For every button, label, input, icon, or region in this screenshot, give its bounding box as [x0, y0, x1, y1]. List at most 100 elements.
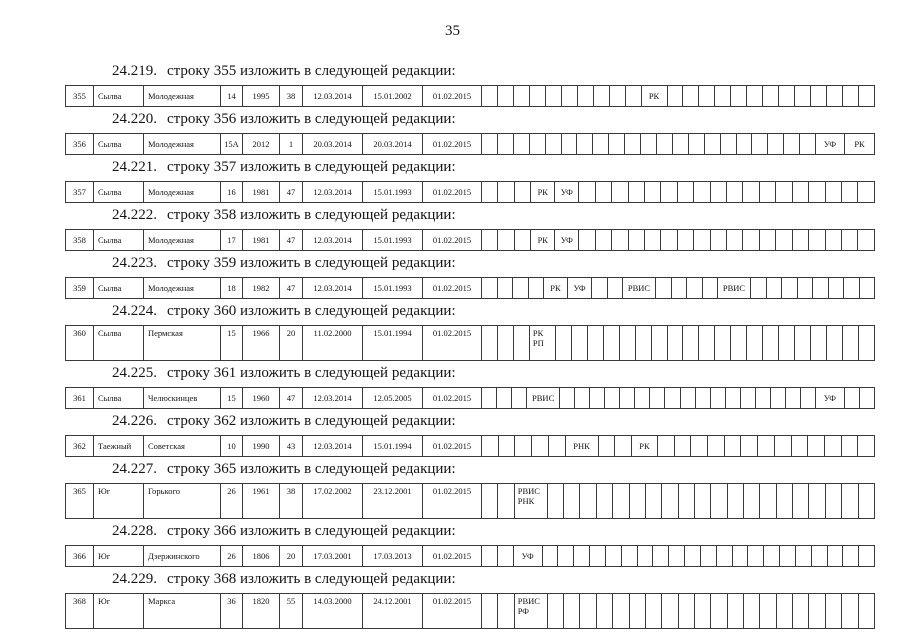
- table-cell: 15: [221, 326, 243, 360]
- table-cell: 23.12.2001: [363, 484, 423, 518]
- table-cell: Молодежная: [144, 182, 221, 202]
- table-cell-empty: [741, 436, 759, 456]
- table-cell-empty: [859, 594, 874, 628]
- table-cell-empty: [813, 278, 829, 298]
- table-cell-empty: [727, 230, 744, 250]
- table-cell: 362: [66, 436, 94, 456]
- table-cell-empty: [699, 86, 716, 106]
- table-cell-empty: [636, 326, 652, 360]
- table-cell-empty: [744, 484, 761, 518]
- table-cell: 1: [280, 134, 303, 154]
- table-cell-empty: [513, 278, 529, 298]
- table-cell-empty: [605, 388, 621, 408]
- table-cell: Молодежная: [144, 86, 221, 106]
- table-cell-empty: [512, 388, 528, 408]
- table-cell-empty: [726, 388, 741, 408]
- clause-text: строку 365 изложить в следующей редакции…: [167, 461, 456, 477]
- table-cell-empty: [751, 278, 767, 298]
- table-cell-empty: [635, 388, 651, 408]
- table-cell-empty: [780, 546, 796, 566]
- table-cell: 01.02.2015: [423, 546, 482, 566]
- table-cell-empty: [498, 484, 515, 518]
- clause-heading: 24.228.строку 366 изложить в следующей р…: [112, 523, 875, 540]
- clause-heading: 24.219.строку 355 изложить в следующей р…: [112, 63, 875, 80]
- table-cell-empty: [596, 230, 613, 250]
- table-cell-empty: [711, 230, 728, 250]
- table-cell: 356: [66, 134, 94, 154]
- table-cell: 01.02.2015: [423, 278, 482, 298]
- table-cell-empty: [777, 594, 794, 628]
- table-cell: 1995: [243, 86, 280, 106]
- table-cell-empty: [687, 278, 703, 298]
- table-cell-empty: [530, 134, 546, 154]
- table-cell-empty: [482, 388, 498, 408]
- table-cell-empty: [594, 86, 610, 106]
- table-cell-empty: [564, 594, 581, 628]
- table-cell: 47: [280, 182, 303, 202]
- table-cell-empty: [696, 388, 711, 408]
- table-cell-empty: [737, 134, 753, 154]
- table-cell: РК: [632, 436, 658, 456]
- clause-number: 24.219.: [112, 63, 157, 79]
- table-cell-empty: [629, 230, 645, 250]
- table-cell-empty: [592, 278, 608, 298]
- table-cell-empty: [809, 182, 826, 202]
- clause-number: 24.221.: [112, 159, 157, 175]
- table-cell-empty: [579, 182, 596, 202]
- table-cell: 1960: [243, 388, 280, 408]
- table-cell-empty: [597, 484, 614, 518]
- table-cell-empty: [763, 86, 780, 106]
- table-cell: 15: [221, 388, 243, 408]
- table-cell-empty: [767, 278, 782, 298]
- table-cell-empty: [498, 594, 515, 628]
- table-cell: 12.03.2014: [303, 182, 363, 202]
- table-cell-empty: [546, 86, 562, 106]
- amendment-item: 24.221.строку 357 изложить в следующей р…: [65, 159, 875, 203]
- table-cell-empty: [498, 182, 515, 202]
- table-cell: 1981: [243, 230, 280, 250]
- table-cell-empty: [796, 546, 812, 566]
- table-cell: 01.02.2015: [423, 436, 482, 456]
- table-cell-empty: [793, 484, 810, 518]
- table-cell-empty: [715, 86, 732, 106]
- clause-text: строку 368 изложить в следующей редакции…: [167, 571, 456, 587]
- table-cell-empty: [574, 546, 591, 566]
- table-cell-empty: [760, 484, 777, 518]
- table-cell: 47: [280, 230, 303, 250]
- table-cell-empty: [622, 546, 638, 566]
- table-cell: Таежный: [94, 436, 144, 456]
- table-cell-empty: [482, 546, 498, 566]
- table-cell: 15.01.1993: [363, 182, 423, 202]
- table-cell-empty: [650, 388, 666, 408]
- table-cell-empty: [844, 278, 860, 298]
- table-cell-empty: [842, 230, 859, 250]
- table-cell: 10: [221, 436, 243, 456]
- table-cell-empty: [572, 326, 588, 360]
- table-cell-empty: [498, 230, 515, 250]
- table-cell: 20: [280, 326, 303, 360]
- table-cell-empty: [843, 86, 859, 106]
- table-cell: 1990: [243, 436, 280, 456]
- table-cell: 01.02.2015: [423, 326, 482, 360]
- table-cell-empty: [858, 182, 873, 202]
- table-cell-empty: [652, 326, 668, 360]
- table-cell: 14: [221, 86, 243, 106]
- clause-text: строку 360 изложить в следующей редакции…: [167, 303, 456, 319]
- table-cell-empty: [661, 182, 678, 202]
- table-cell: 1961: [243, 484, 280, 518]
- table-cell-empty: [843, 326, 859, 360]
- document-content: 24.219.строку 355 изложить в следующей р…: [65, 63, 875, 629]
- amendment-item: 24.229.строку 368 изложить в следующей р…: [65, 571, 875, 629]
- table-cell: 11.02.2000: [303, 326, 363, 360]
- table-cell-empty: [482, 134, 498, 154]
- table-cell-empty: [827, 86, 844, 106]
- table-cell: Маркса: [144, 594, 221, 628]
- table-cell-empty: [842, 484, 859, 518]
- table-cell: РВИС: [718, 278, 751, 298]
- table-cell: Юг: [94, 546, 144, 566]
- table-cell-empty: [711, 594, 728, 628]
